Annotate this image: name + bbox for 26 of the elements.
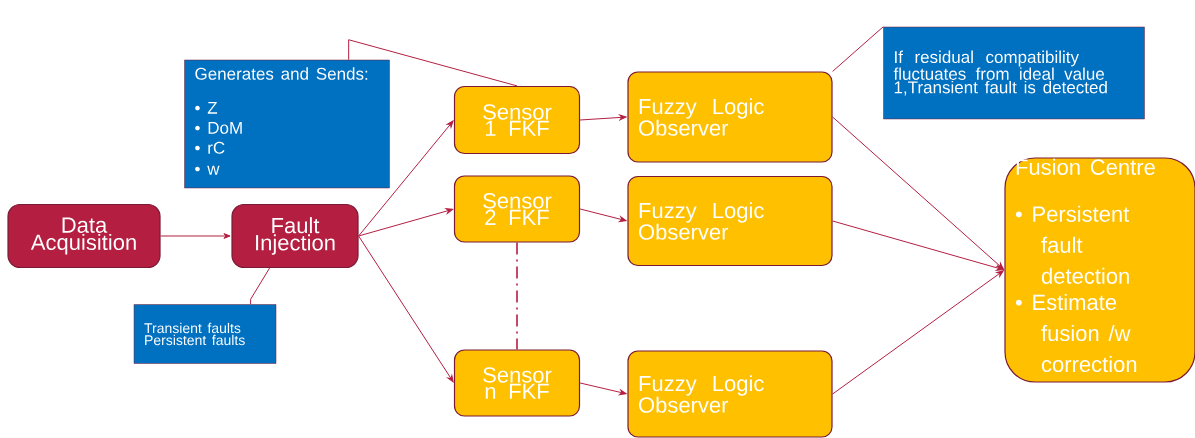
observer-box: Fuzzy Logic Observer — [627, 71, 833, 163]
arrow — [160, 233, 231, 239]
dashed-line — [516, 241, 518, 351]
sensor-box: Sensor n FKF — [453, 349, 581, 417]
arrow — [358, 120, 454, 237]
process-box: Fault Injection — [231, 203, 359, 269]
arrow — [358, 235, 454, 383]
callout-box: If residual compatibility fluctuates from ideal value 1,Transient fault is detected — [883, 26, 1145, 120]
arrow — [579, 208, 627, 222]
process-box: Data Acquisition — [7, 203, 161, 269]
arrow — [832, 220, 1004, 271]
leader-line — [832, 26, 884, 72]
arrow — [579, 114, 627, 121]
arrow — [358, 208, 454, 237]
sensor-box: Sensor 2 FKF — [453, 175, 581, 243]
arrow — [832, 116, 1004, 270]
callout-box: Transient faults Persistent faults — [133, 304, 277, 364]
fusion-box: Fusion Centre • Persistent fault detection • Estimate fusion /w correction — [1004, 157, 1195, 383]
observer-box: Fuzzy Logic Observer — [627, 350, 833, 438]
callout-box: Generates and Sends: • Z • DoM • rC • w — [184, 59, 390, 189]
leader-line — [348, 39, 518, 87]
leader-line — [250, 267, 271, 305]
arrow — [832, 270, 1004, 395]
observer-box: Fuzzy Logic Observer — [627, 175, 833, 267]
sensor-box: Sensor 1 FKF — [453, 85, 581, 155]
arrow — [579, 382, 627, 396]
